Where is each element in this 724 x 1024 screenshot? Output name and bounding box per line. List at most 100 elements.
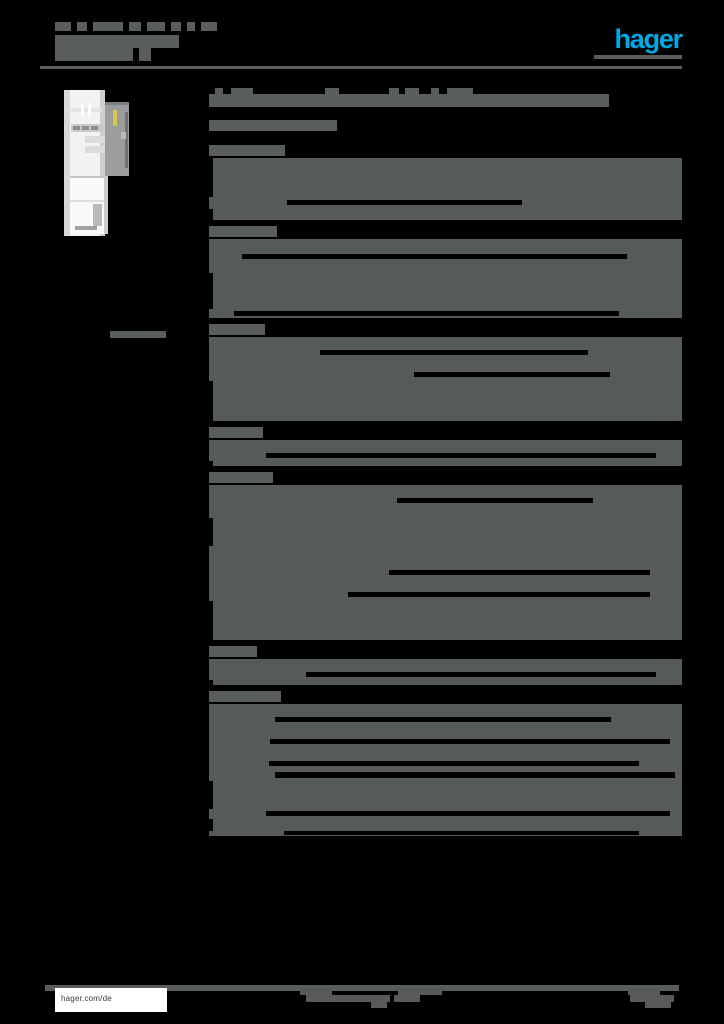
spec-section-header xyxy=(209,145,682,156)
spec-row xyxy=(209,171,682,184)
spec-row xyxy=(209,601,682,615)
spec-row-fill xyxy=(213,209,682,220)
spec-row xyxy=(209,659,682,670)
spec-row-text-gap xyxy=(270,739,670,744)
spec-row xyxy=(209,262,682,273)
spec-row-fill xyxy=(213,381,682,395)
spec-row xyxy=(209,615,682,629)
spec-row xyxy=(209,568,682,579)
header-title-segment xyxy=(171,22,181,31)
footer-center-block xyxy=(394,995,420,1002)
header-title-segment xyxy=(93,22,123,31)
spec-row-fill xyxy=(209,262,682,273)
footer-url-link[interactable]: hager.com/de xyxy=(61,994,112,1003)
spec-section-body xyxy=(209,239,682,318)
spec-row xyxy=(209,348,682,359)
spec-row-fill xyxy=(213,615,682,629)
spec-row xyxy=(209,381,682,395)
footer-right-block xyxy=(628,988,660,995)
spec-row-fill xyxy=(209,359,682,370)
spec-row-text-gap xyxy=(389,570,650,575)
page-title-ascender xyxy=(431,88,439,95)
page-title xyxy=(209,88,682,110)
spec-section xyxy=(209,646,682,685)
spec-row-text-gap xyxy=(397,498,593,503)
logo-underline xyxy=(594,55,682,59)
spec-row-fill xyxy=(213,518,682,532)
spec-row-fill xyxy=(213,819,682,831)
spec-row-fill xyxy=(213,601,682,615)
spec-row xyxy=(209,496,682,507)
spec-row xyxy=(209,770,682,781)
footer-center-block xyxy=(398,988,442,995)
spec-row-fill xyxy=(213,781,682,795)
spec-section-header-bar xyxy=(209,226,277,237)
spec-row xyxy=(209,337,682,348)
spec-row-fill xyxy=(213,629,682,640)
spec-row-text-gap xyxy=(414,372,610,377)
header-title-segment xyxy=(55,35,179,48)
spec-row-fill xyxy=(209,239,682,251)
spec-row xyxy=(209,451,682,461)
footer-center-block xyxy=(300,988,332,995)
page-title-ascender xyxy=(405,88,419,95)
spec-section xyxy=(209,324,682,421)
spec-row-fill xyxy=(213,395,682,409)
product-photo xyxy=(55,88,143,238)
spec-row-text-gap xyxy=(266,453,656,458)
product-image xyxy=(55,88,166,338)
product-caption-redacted xyxy=(110,331,166,338)
spec-row-fill xyxy=(213,184,682,197)
spec-row xyxy=(209,726,682,737)
spec-row-fill xyxy=(213,299,682,309)
spec-section-header-bar xyxy=(209,324,265,335)
spec-row xyxy=(209,309,682,318)
spec-section-body xyxy=(209,485,682,640)
spec-section xyxy=(209,226,682,318)
spec-row-fill xyxy=(209,507,682,518)
spec-row-fill xyxy=(209,579,682,590)
spec-section-body xyxy=(209,704,682,836)
spec-row-text-gap xyxy=(275,717,611,722)
spec-row-fill xyxy=(213,532,682,546)
spec-row xyxy=(209,461,682,466)
page-subtitle xyxy=(209,120,682,131)
spec-row xyxy=(209,670,682,680)
spec-row-text-gap xyxy=(234,311,619,316)
spec-row xyxy=(209,809,682,819)
spec-section xyxy=(209,427,682,466)
spec-section xyxy=(209,691,682,836)
hager-logo: hager xyxy=(594,24,683,59)
spec-row xyxy=(209,485,682,496)
spec-row-fill xyxy=(209,748,682,759)
header-title-segment xyxy=(77,22,87,31)
spec-section-header xyxy=(209,472,682,483)
spec-row xyxy=(209,748,682,759)
spec-row xyxy=(209,579,682,590)
spec-row-fill xyxy=(209,337,682,348)
footer-url-box[interactable]: hager.com/de xyxy=(55,988,167,1012)
main-content xyxy=(209,88,682,842)
header-divider xyxy=(40,66,682,69)
spec-row-fill xyxy=(209,546,682,557)
spec-row xyxy=(209,299,682,309)
spec-row xyxy=(209,737,682,748)
spec-row xyxy=(209,209,682,220)
spec-row-text-gap xyxy=(242,254,627,259)
spec-row-fill xyxy=(209,440,682,451)
spec-row-fill xyxy=(209,704,682,715)
spec-row xyxy=(209,715,682,726)
spec-row xyxy=(209,546,682,557)
footer-center-block xyxy=(371,1002,387,1008)
spec-section-body xyxy=(209,337,682,421)
spec-section-header xyxy=(209,691,682,702)
spec-row-fill xyxy=(213,409,682,421)
hager-wordmark: hager xyxy=(614,24,683,54)
spec-section-header-bar xyxy=(209,691,281,702)
header-title-segment xyxy=(55,22,71,31)
spec-section-header-bar xyxy=(209,472,273,483)
spec-section-header-bar xyxy=(209,646,257,657)
spec-row xyxy=(209,507,682,518)
spec-section-header xyxy=(209,226,682,237)
page-subtitle-bar xyxy=(209,120,337,131)
